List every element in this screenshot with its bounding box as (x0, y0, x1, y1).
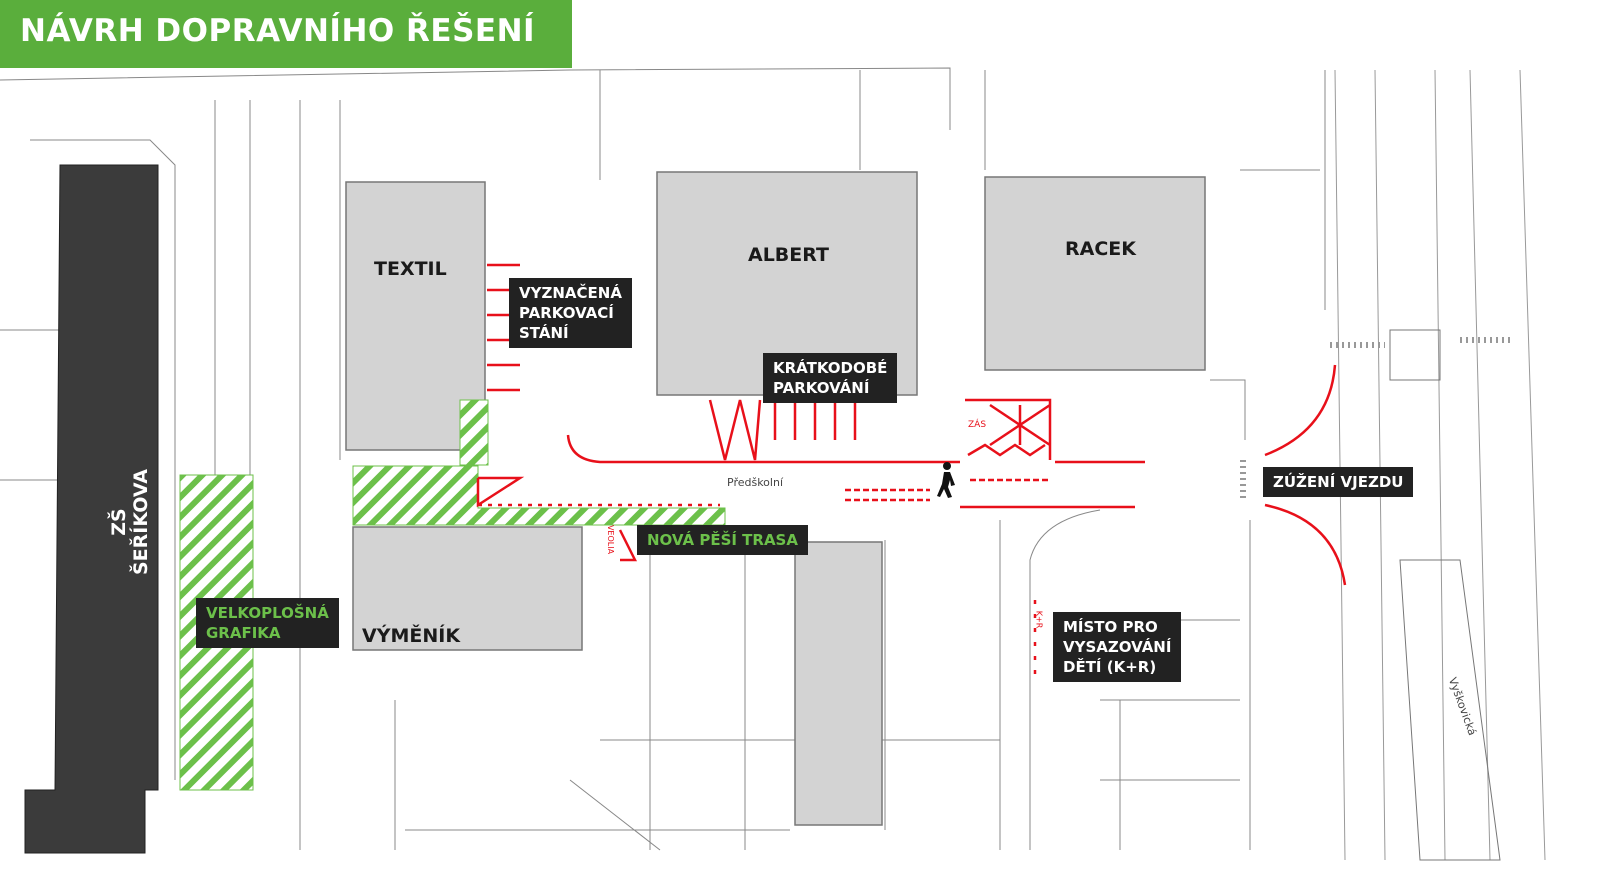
building-label-albert: ALBERT (748, 244, 830, 266)
mark-veolia: VEOLIA (606, 524, 616, 555)
building-south (794, 541, 883, 826)
school-building (24, 164, 159, 854)
pedestrian-icon (937, 462, 955, 498)
building-vymenik (352, 526, 583, 651)
building-label-vymenik: VÝMĚNÍK (362, 625, 461, 647)
base-linework (0, 67, 1546, 861)
crosswalks (1240, 337, 1510, 500)
building-label-textil: TEXTIL (374, 258, 447, 280)
building-label-racek: RACEK (1065, 238, 1136, 260)
label-narrowing: ZÚŽENÍ VJEZDU (1263, 467, 1414, 497)
label-graphics: VELKOPLOŠNÁ GRAFIKA (196, 598, 339, 648)
mark-zas: ZÁS (968, 420, 987, 430)
building-label-school: ZŠ ŠEŘÍKOVA (108, 469, 152, 575)
label-new-path: NOVÁ PĚŠÍ TRASA (637, 525, 808, 555)
mark-kr: K+R (1034, 610, 1044, 629)
street-predskolni: Předškolní (727, 476, 783, 489)
page-title: NÁVRH DOPRAVNÍHO ŘEŠENÍ (0, 0, 572, 68)
proposal-red-lines (476, 263, 1347, 680)
label-short-parking: KRÁTKODOBÉ PARKOVÁNÍ (763, 353, 898, 403)
label-drop-off: MÍSTO PRO VYSAZOVÁNÍ DĚTÍ (K+R) (1053, 612, 1182, 682)
label-marked-parking: VYZNAČENÁ PARKOVACÍ STÁNÍ (509, 278, 632, 348)
buildings (345, 171, 1206, 826)
building-racek (984, 176, 1206, 371)
